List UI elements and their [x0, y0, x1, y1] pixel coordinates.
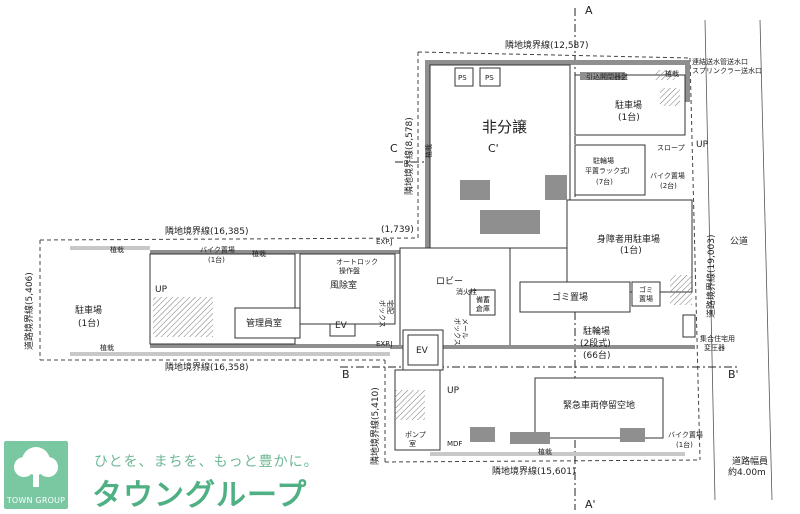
bike-rack-label-2: 平置ラック式) [585, 166, 630, 175]
section-a-label: A [585, 4, 593, 17]
bike-lower-label-3: (66台) [583, 349, 610, 361]
moto-bottom-label-2: (1台) [676, 440, 693, 449]
lobby-label: ロビー [436, 276, 463, 287]
transformer-label-1: 集合住宅用 [700, 334, 735, 343]
windbreak-label: 風除室 [330, 279, 357, 291]
tree-icon [14, 447, 58, 487]
pump-label-2: 室 [409, 439, 416, 448]
tagline: ひとを、まちを、もっと豊かに。 [94, 454, 319, 470]
parking-top-label-2: (1台) [618, 111, 640, 123]
expj-top-label: EXP.J [376, 238, 393, 246]
planting-left-top-label: 植栽 [110, 245, 124, 254]
section-a-prime-label: A' [585, 498, 596, 511]
hydrant-label: 消火栓 [456, 287, 477, 296]
garbage-label: ゴミ置場 [552, 291, 588, 303]
expj-bottom-label: EXP.J [376, 340, 393, 348]
moto-right-label-1: バイク置場 [650, 171, 685, 180]
building-walls [70, 60, 696, 456]
moto-right-label-2: (2台) [660, 181, 677, 190]
bike-lower-label-2: (2段式) [580, 337, 611, 349]
section-c-prime-label: C' [488, 142, 499, 155]
garbage-small-label-1: ゴミ [639, 285, 653, 294]
moto-bottom-label-1: バイク置場 [668, 430, 703, 439]
mailbox-label-1: メール [461, 318, 469, 339]
up-center-label: UP [447, 386, 460, 396]
parking-left-label-2: (1台) [78, 317, 100, 329]
boundary-lines [39, 19, 773, 501]
bike-rack-label-1: 駐輪場 [593, 156, 614, 165]
up-left-label: UP [155, 285, 168, 295]
lower-vertical-boundary-label: 隣地境界線(5,410) [369, 387, 381, 465]
section-b-label: B [342, 368, 350, 381]
town-group-logo: TOWN GROUP [4, 441, 68, 509]
logo-caption: TOWN GROUP [6, 496, 66, 505]
garbage-small-label-2: 置場 [639, 294, 653, 303]
autolock-label-2: 操作盤 [339, 266, 360, 275]
logo-area: TOWN GROUP ひとを、まちを、もっと豊かに。 タウングループ [0, 437, 800, 513]
brand-name: タウングループ [92, 478, 308, 513]
planting-bottom-left-label: 植栽 [100, 343, 114, 352]
mid-boundary-dim-label: (1,739) [381, 225, 414, 235]
planting-c-label: 植栽 [424, 144, 433, 158]
right-road-boundary-label: 道路境界線(19,003) [705, 234, 717, 318]
up-right-label: UP [696, 140, 709, 150]
transformer-label-2: 変圧器 [704, 343, 725, 352]
parking-top-label-1: 駐車場 [615, 99, 642, 111]
bike-rack-label-3: (7台) [596, 177, 613, 186]
disabled-parking-label-2: (1台) [620, 244, 642, 256]
planting-tr-label: 植栽 [665, 69, 679, 78]
ps-label-1: PS [458, 74, 467, 82]
storage-label-2: 倉庫 [476, 304, 490, 313]
parking-left-label-1: 駐車場 [75, 304, 102, 316]
storage-label-1: 備蓄 [476, 295, 490, 304]
bottom-boundary-label: 隣地境界線(15,601) [492, 465, 576, 477]
autolock-label-1: オートロック [336, 258, 378, 266]
planting-bottom-label: 植栽 [538, 447, 552, 456]
top-boundary-label: 隣地境界線(12,587) [505, 39, 589, 51]
moto-left-label-1: バイク置場 [200, 245, 235, 254]
emergency-label: 緊急車両停留空地 [563, 399, 635, 411]
slope-label: スロープ [657, 144, 685, 152]
ev-left-label: EV [335, 321, 348, 331]
delivery-label-2: ボックス [378, 300, 386, 328]
manager-label: 管理員室 [246, 317, 282, 329]
non-sale-label: 非分譲 [482, 118, 527, 136]
public-road-label: 公道 [730, 235, 748, 247]
mdf-label: MDF [447, 440, 462, 448]
fire-inlet-label-1: 連結送水管送水口 [692, 57, 748, 66]
bike-lower-label-1: 駐輪場 [583, 325, 610, 337]
intake-label: 引込開閉器盤 [586, 72, 628, 81]
left-road-boundary-label: 道路境界線(5,406) [23, 272, 35, 350]
section-b-prime-label: B' [728, 368, 739, 381]
section-c-label: C [390, 142, 398, 155]
road-width-label-2: 約4.00m [728, 466, 766, 478]
mid-boundary-label: 隣地境界線(16,385) [165, 225, 249, 237]
left-vertical-boundary-label: 隣地境界線(8,578) [403, 117, 415, 195]
ev-center-label: EV [416, 346, 429, 356]
pump-label-1: ポンプ [405, 431, 426, 439]
fire-inlet-label-2: スプリンクラー送水口 [692, 66, 762, 75]
lower-boundary-label: 隣地境界線(16,358) [165, 361, 249, 373]
delivery-label-1: 宅配 [386, 300, 395, 314]
road-width-label-1: 道路幅員 [732, 455, 768, 467]
planting-mid-label: 植栽 [252, 249, 266, 258]
mailbox-label-2: ボックス [453, 318, 461, 346]
moto-left-label-2: (1台) [208, 255, 225, 264]
disabled-parking-label-1: 身障者用駐車場 [597, 233, 660, 245]
ps-label-2: PS [485, 74, 494, 82]
